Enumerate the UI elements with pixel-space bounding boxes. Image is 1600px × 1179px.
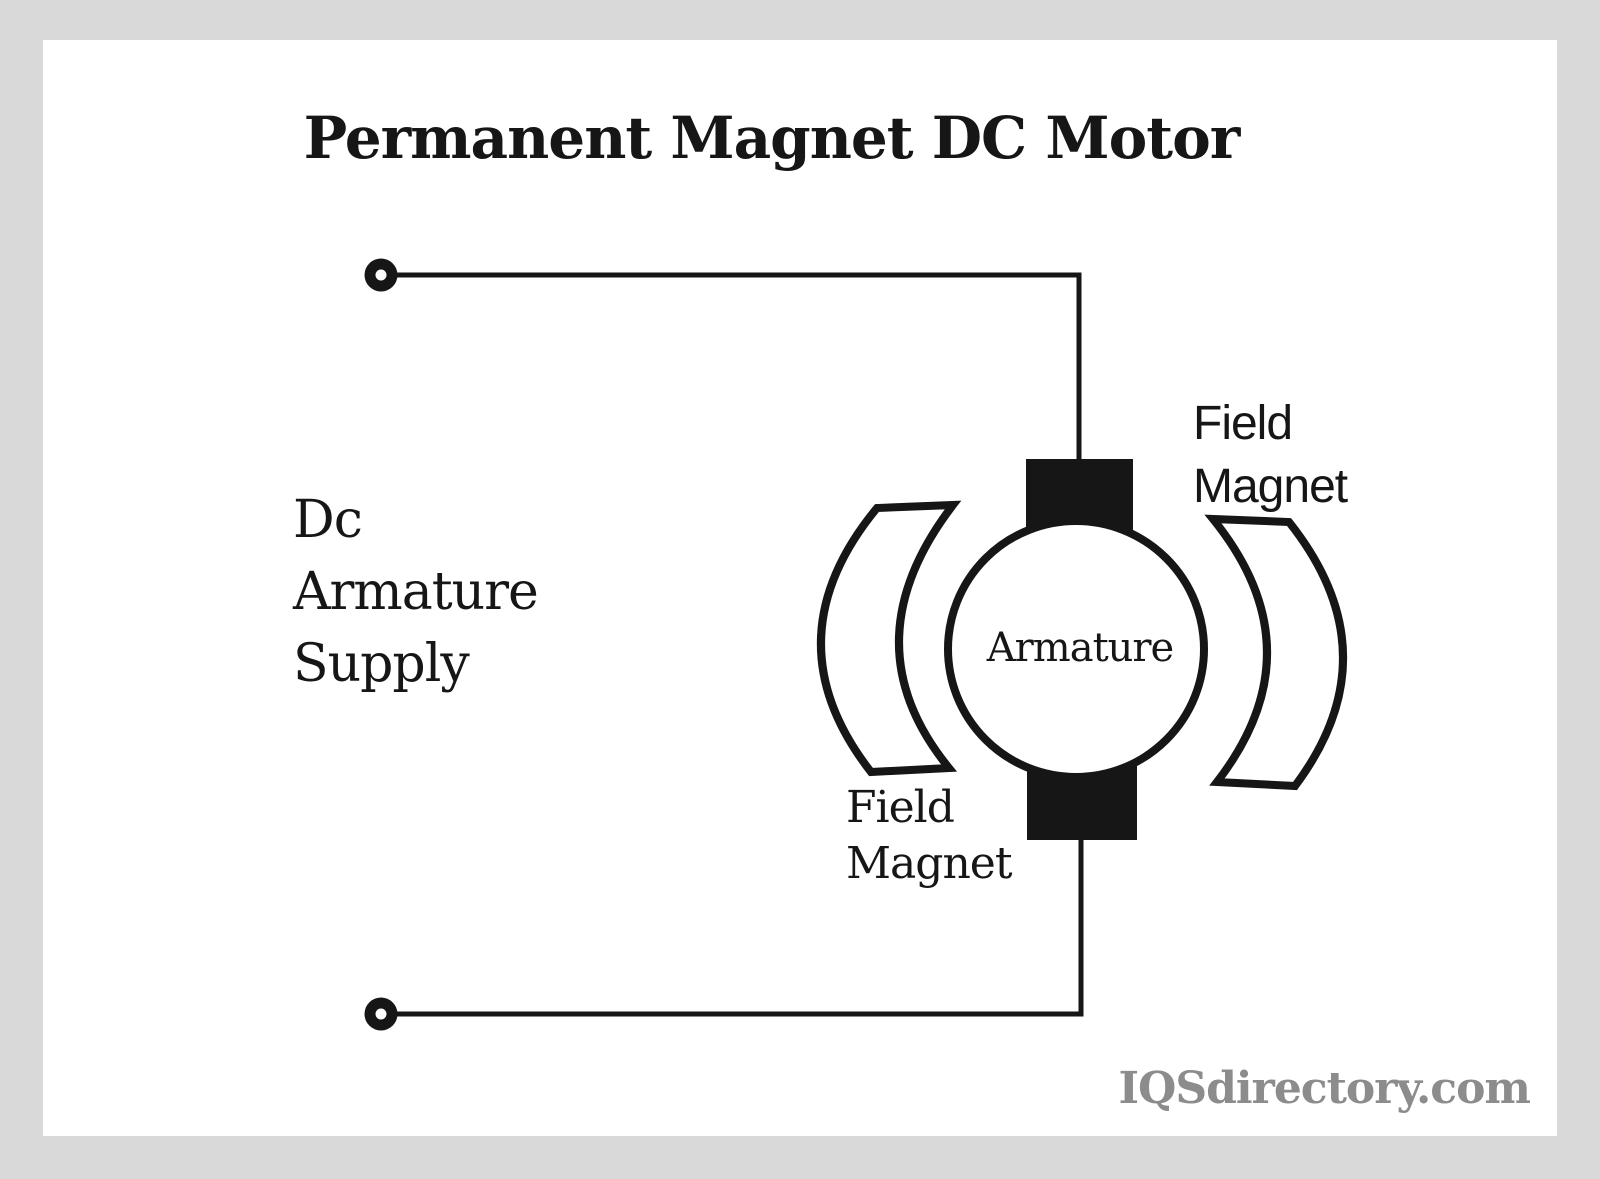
- supply-label-line-2: Armature: [293, 562, 539, 622]
- top-supply-wire: [381, 272, 1082, 462]
- bottom-terminal-hole: [375, 1008, 387, 1020]
- right-field-magnet-shape: [1204, 514, 1347, 791]
- dc-armature-supply-label: Dc Armature Supply: [293, 484, 539, 700]
- field-magnet-label-bottom-left: Field Magnet: [846, 780, 1013, 892]
- supply-label-line-1: Dc: [293, 490, 363, 550]
- field-magnet-label-top-right: Field Magnet: [1193, 392, 1348, 518]
- armature-circle: [944, 517, 1208, 781]
- top-terminal-hole: [375, 269, 387, 281]
- field-magnet-top-line-2: Magnet: [1193, 460, 1348, 513]
- bottom-supply-wire: [381, 836, 1084, 1017]
- diagram-title: Permanent Magnet DC Motor: [303, 104, 1241, 172]
- armature-label: Armature: [986, 625, 1174, 671]
- field-magnet-bottom-line-1: Field: [846, 782, 955, 833]
- field-magnet-bottom-line-2: Magnet: [846, 838, 1013, 889]
- watermark-text: IQSdirectory.com: [1118, 1063, 1531, 1114]
- supply-label-line-3: Supply: [293, 634, 470, 694]
- left-field-magnet-shape: [817, 500, 962, 777]
- field-magnet-top-line-1: Field: [1193, 397, 1293, 450]
